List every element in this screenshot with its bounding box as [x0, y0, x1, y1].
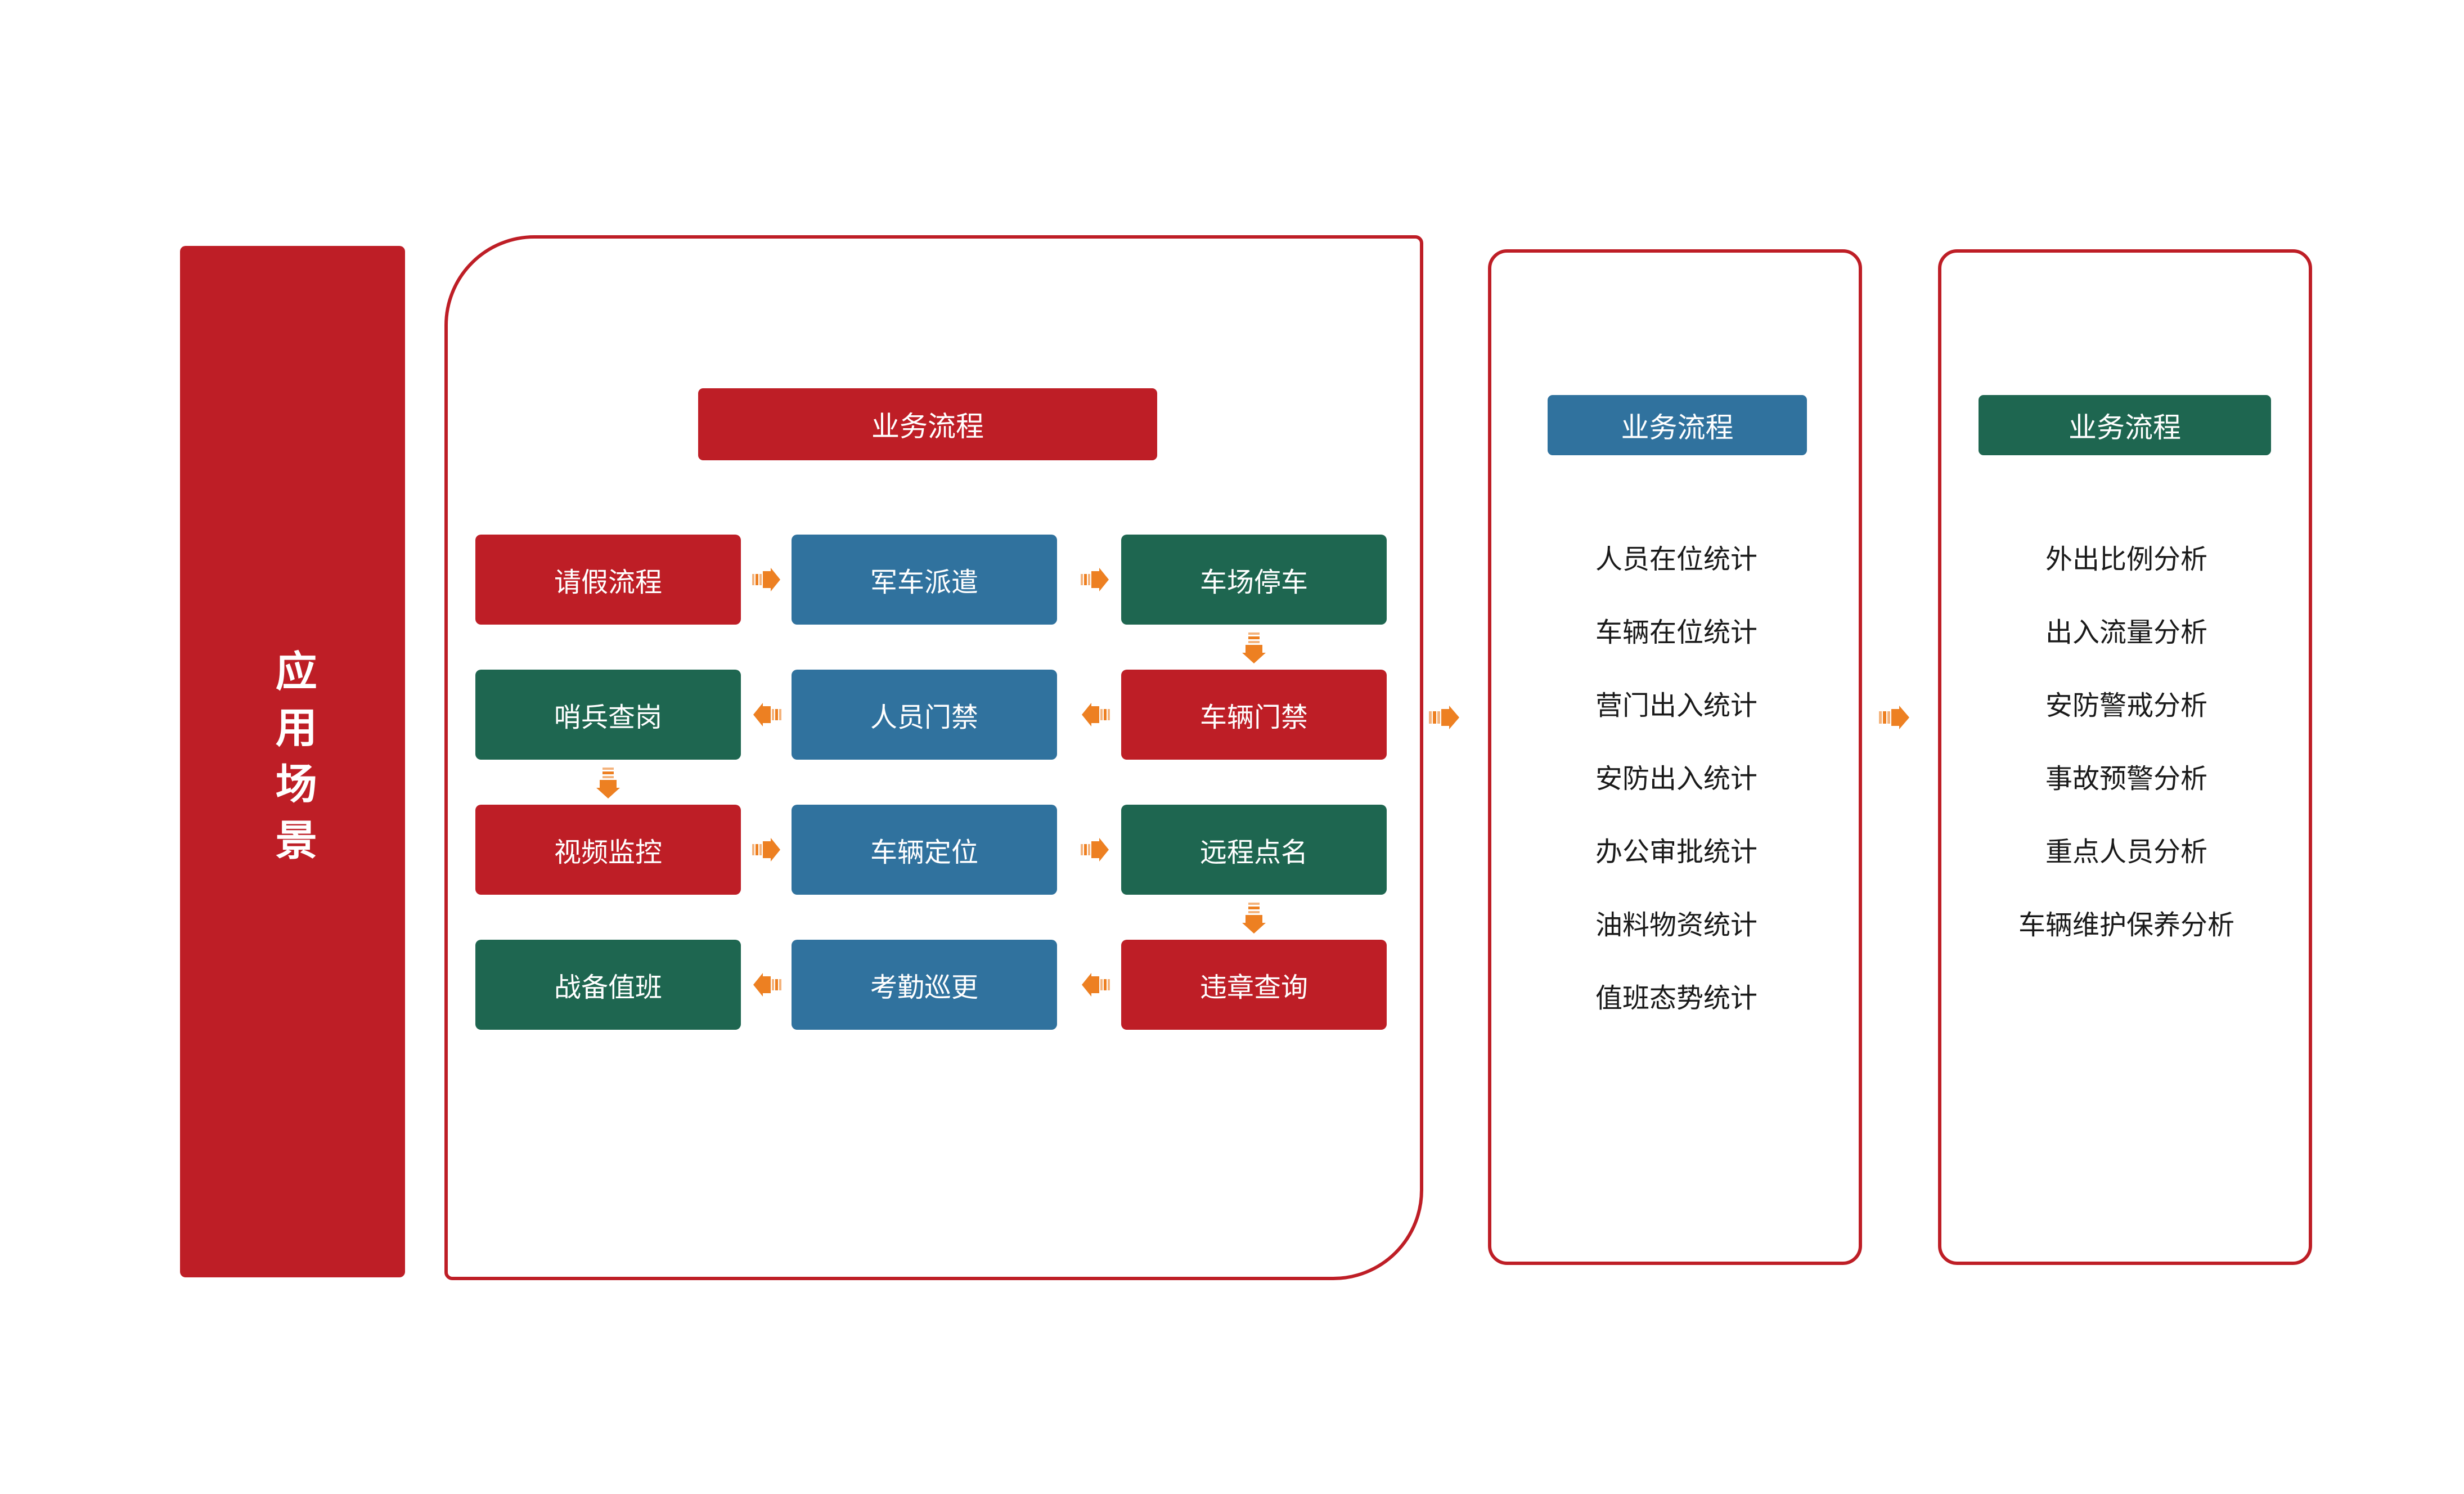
flow-node[interactable]: 请假流程 — [475, 535, 741, 625]
flow-node[interactable]: 战备值班 — [475, 940, 741, 1030]
arrow-left-icon — [1081, 701, 1110, 728]
analysis-header: 业务流程 — [1979, 395, 2271, 455]
flow-node[interactable]: 车辆定位 — [792, 805, 1057, 895]
flow-node[interactable]: 车场停车 — [1121, 535, 1387, 625]
application-scenario-label: 应用场景 — [269, 649, 317, 874]
arrow-down-icon — [595, 768, 622, 800]
list-item[interactable]: 安防出入统计 — [1595, 764, 1757, 794]
arrow-right-icon — [1081, 566, 1110, 593]
statistics-list: 人员在位统计 车辆在位统计 营门出入统计 安防出入统计 办公审批统计 油料物资统… — [1508, 523, 1845, 1035]
arrow-right-icon — [752, 566, 781, 593]
list-item[interactable]: 车辆在位统计 — [1595, 618, 1757, 648]
flow-node[interactable]: 哨兵查岗 — [475, 670, 741, 760]
list-item[interactable]: 办公审批统计 — [1595, 837, 1757, 867]
flow-node[interactable]: 军车派遣 — [792, 535, 1057, 625]
arrow-right-icon — [752, 836, 781, 863]
arrow-left-icon — [752, 701, 781, 728]
arrow-left-icon — [752, 971, 781, 998]
flow-row: 战备值班 考勤巡更 违章查询 — [475, 940, 1387, 1030]
arrow-down-icon — [1240, 903, 1267, 935]
arrow-left-icon — [1081, 971, 1110, 998]
analysis-list: 外出比例分析 出入流量分析 安防警戒分析 事故预警分析 重点人员分析 车辆维护保… — [1958, 523, 2295, 962]
business-process-header: 业务流程 — [698, 388, 1157, 460]
flow-row: 哨兵查岗 人员门禁 车辆门禁 — [475, 670, 1387, 760]
flow-row: 视频监控 车辆定位 远程点名 — [475, 805, 1387, 895]
list-item[interactable]: 油料物资统计 — [1595, 910, 1757, 940]
list-item[interactable]: 营门出入统计 — [1595, 691, 1757, 721]
list-item[interactable]: 人员在位统计 — [1595, 545, 1757, 575]
process-flow-grid: 请假流程 军车派遣 车场停车 — [475, 535, 1387, 1030]
flow-node[interactable]: 视频监控 — [475, 805, 741, 895]
list-item[interactable]: 值班态势统计 — [1595, 984, 1757, 1013]
arrow-right-icon — [1081, 836, 1110, 863]
list-item[interactable]: 车辆维护保养分析 — [2018, 910, 2234, 940]
flow-node[interactable]: 违章查询 — [1121, 940, 1387, 1030]
panel-connector-arrow-icon — [1879, 703, 1910, 732]
panel-connector-arrow-icon — [1429, 703, 1460, 732]
list-item[interactable]: 外出比例分析 — [2045, 545, 2207, 575]
statistics-header: 业务流程 — [1548, 395, 1807, 455]
flow-row: 请假流程 军车派遣 车场停车 — [475, 535, 1387, 625]
flow-node[interactable]: 考勤巡更 — [792, 940, 1057, 1030]
flow-node[interactable]: 远程点名 — [1121, 805, 1387, 895]
arrow-down-icon — [1240, 632, 1267, 665]
list-item[interactable]: 重点人员分析 — [2045, 837, 2207, 867]
application-scenario-banner: 应用场景 — [180, 246, 405, 1277]
flow-node[interactable]: 车辆门禁 — [1121, 670, 1387, 760]
list-item[interactable]: 出入流量分析 — [2045, 618, 2207, 648]
list-item[interactable]: 事故预警分析 — [2045, 764, 2207, 794]
list-item[interactable]: 安防警戒分析 — [2045, 691, 2207, 721]
flow-node[interactable]: 人员门禁 — [792, 670, 1057, 760]
